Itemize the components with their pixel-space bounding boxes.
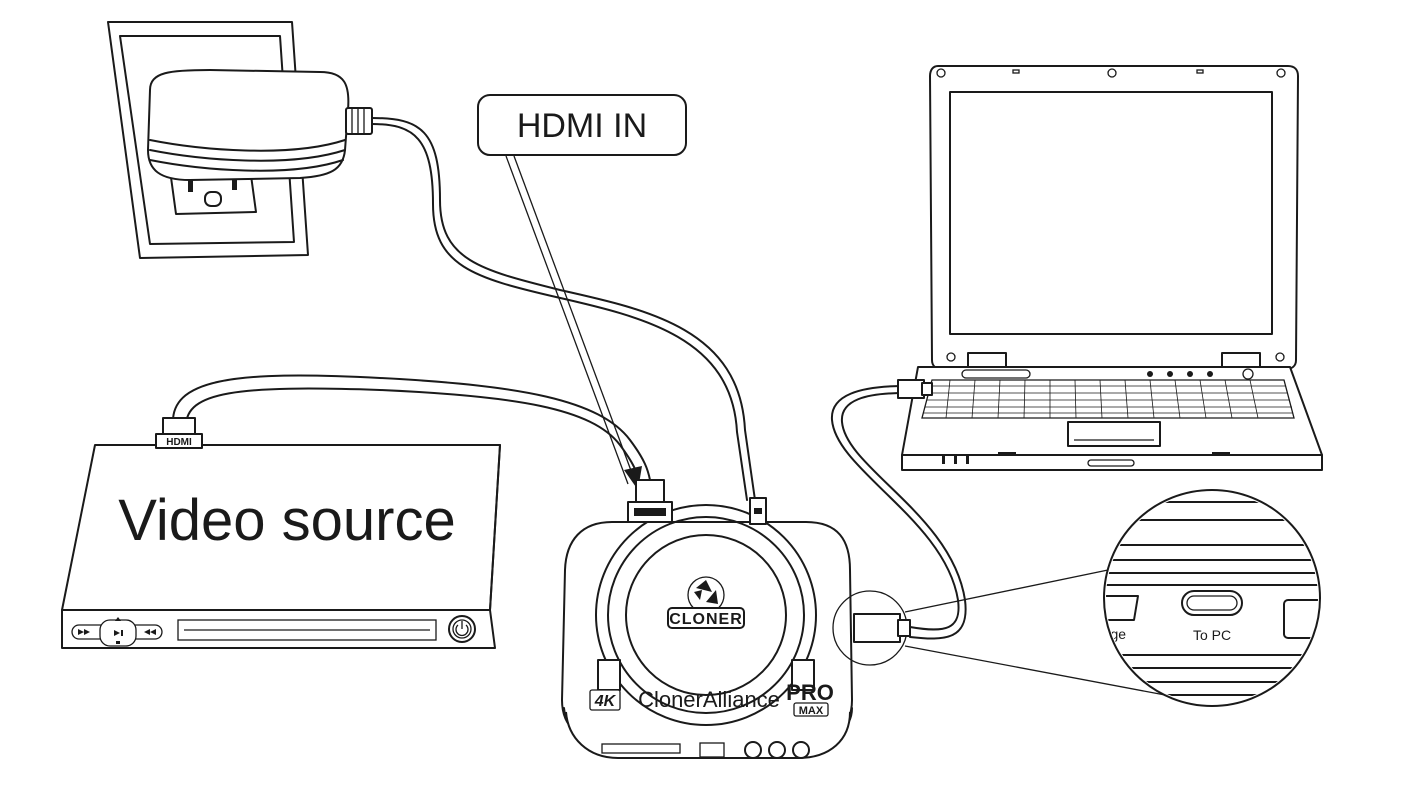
capture-device: CLONER ClonerAlliance 4K PRO MAX [561,504,853,759]
hdmi-in-callout: HDMI IN [477,94,687,490]
video-source-label: Video source [118,488,456,553]
laptop-screen [949,91,1273,335]
device-front-panel [601,741,810,759]
to-pc-label: To PC [1193,627,1231,643]
hdmi-plug-device [627,479,673,523]
laptop-keyboard [921,379,1295,419]
hdmi-in-label-box [477,94,687,156]
power-adapter [147,69,373,181]
power-button-icon [448,615,476,643]
hdmi-plug-source: HDMI [155,417,203,449]
hdmi-plug-label: HDMI [166,437,192,448]
media-control-icons [71,617,163,647]
video-source-box: Video source [61,444,501,649]
hdmi-in-label: HDMI IN [517,107,647,145]
laptop-touchpad [1067,421,1161,447]
usb-cable [830,385,967,640]
four-k-badge: 4K [589,689,621,711]
svg-text:MAX: MAX [799,705,824,717]
cloner-logo-icon: CLONER [667,576,745,629]
svg-text:4K: 4K [594,693,617,710]
cloner-badge-text: CLONER [669,611,743,628]
usb-port-zoom: rage To PC [904,489,1321,707]
usb-plug-laptop [897,379,933,399]
power-plug-device [749,497,767,525]
hdmi-in-pointer-line [505,155,629,485]
usb-plug-device [832,590,911,666]
device-brand-text: ClonerAlliance [638,687,780,712]
power-cable [371,117,756,501]
hdmi-cable [171,374,651,481]
svg-text:PRO: PRO [786,680,834,705]
laptop [901,65,1323,471]
pro-max-badge: PRO MAX [786,680,834,717]
